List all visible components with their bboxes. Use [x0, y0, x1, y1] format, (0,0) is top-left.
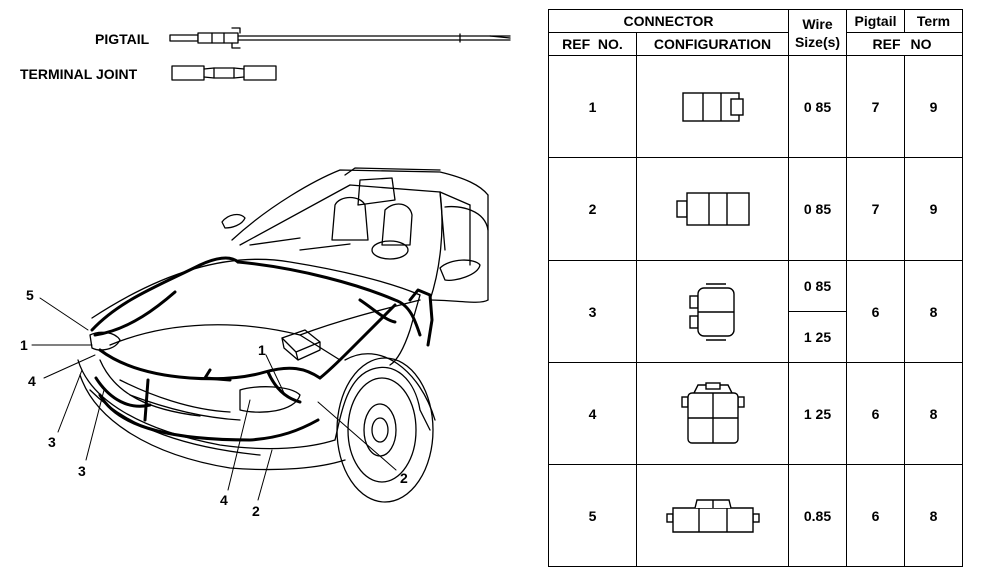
callout-3-lower: 3 — [78, 463, 86, 479]
header-ref-no: REF NO. — [548, 32, 637, 56]
row-pigtail-ref: 7 — [846, 157, 905, 261]
row-wire-size: 0 85 — [788, 55, 847, 158]
table-row: 1 0 85 7 9 — [548, 55, 963, 158]
callout-1-left: 1 — [20, 337, 28, 353]
callout-5: 5 — [26, 287, 34, 303]
table-row-sub: 1 25 — [549, 311, 963, 363]
row-term-no: 8 — [904, 260, 963, 363]
header-ref: REF — [846, 32, 905, 56]
header-term: Term — [904, 9, 963, 33]
connector-config — [636, 464, 789, 567]
callout-4-bottom: 4 — [220, 492, 228, 508]
connector-config — [636, 362, 789, 465]
row-term-no: 9 — [904, 55, 963, 158]
row-ref: 1 — [548, 55, 637, 158]
header-wire-size: Wire Size(s) — [788, 9, 847, 56]
header-wire-line2: Size(s) — [794, 33, 841, 50]
row-wire-size: 1 25 — [788, 362, 847, 465]
callout-3-upper: 3 — [48, 434, 56, 450]
header-wire-line1: Wire — [802, 15, 833, 32]
row-pigtail-ref: 6 — [846, 362, 905, 465]
terminal-joint-icon — [171, 65, 277, 81]
row-pigtail-ref: 6 — [846, 260, 905, 363]
connector-type-2-icon — [675, 192, 750, 226]
table-row: 5 0.85 6 8 — [548, 464, 963, 567]
connector-config — [636, 55, 789, 158]
wiring-harness — [90, 256, 434, 442]
row-wire-size-a: 0 85 — [788, 260, 847, 312]
connector-config — [636, 157, 789, 261]
callout-2-bottom: 2 — [252, 503, 260, 519]
connector-type-4-icon — [680, 381, 745, 444]
pigtail-icon — [169, 27, 511, 49]
row-ref: 2 — [548, 157, 637, 261]
row-term-no: 9 — [904, 157, 963, 261]
row-ref: 3 — [548, 260, 637, 363]
header-configuration: CONFIGURATION — [636, 32, 789, 56]
table-row: 4 1 25 6 8 — [548, 362, 963, 465]
terminal-joint-label: TERMINAL JOINT — [20, 66, 138, 82]
row-ref: 4 — [548, 362, 637, 465]
table-row: 2 0 85 7 9 — [548, 157, 963, 261]
connector-type-5-icon — [665, 498, 760, 533]
row-term-no: 8 — [904, 362, 963, 465]
row-pigtail-ref: 7 — [846, 55, 905, 158]
pigtail-label: PIGTAIL — [95, 31, 150, 47]
row-pigtail-ref: 6 — [846, 464, 905, 567]
callout-1-center: 1 — [258, 342, 266, 358]
row-wire-size: 0.85 — [788, 464, 847, 567]
callout-2-right: 2 — [400, 470, 408, 486]
header-pigtail: Pigtail — [846, 9, 905, 33]
connector-config — [636, 260, 789, 363]
row-wire-size-b: 1 25 — [788, 311, 847, 363]
row-term-no: 8 — [904, 464, 963, 567]
callout-4-left: 4 — [28, 373, 36, 389]
header-no: NO — [904, 32, 963, 56]
connector-table: CONNECTOR Wire Size(s) Pigtail Term REF … — [548, 9, 963, 567]
row-wire-size: 0 85 — [788, 157, 847, 261]
connector-type-1-icon — [681, 91, 744, 122]
row-ref: 5 — [548, 464, 637, 567]
car-body-outline — [77, 167, 489, 503]
vehicle-harness-diagram — [31, 27, 511, 503]
header-connector: CONNECTOR — [548, 9, 789, 33]
connector-type-3-icon — [688, 282, 735, 341]
callout-leaders — [31, 297, 397, 501]
table-row: 3 0 85 6 8 — [548, 260, 963, 363]
